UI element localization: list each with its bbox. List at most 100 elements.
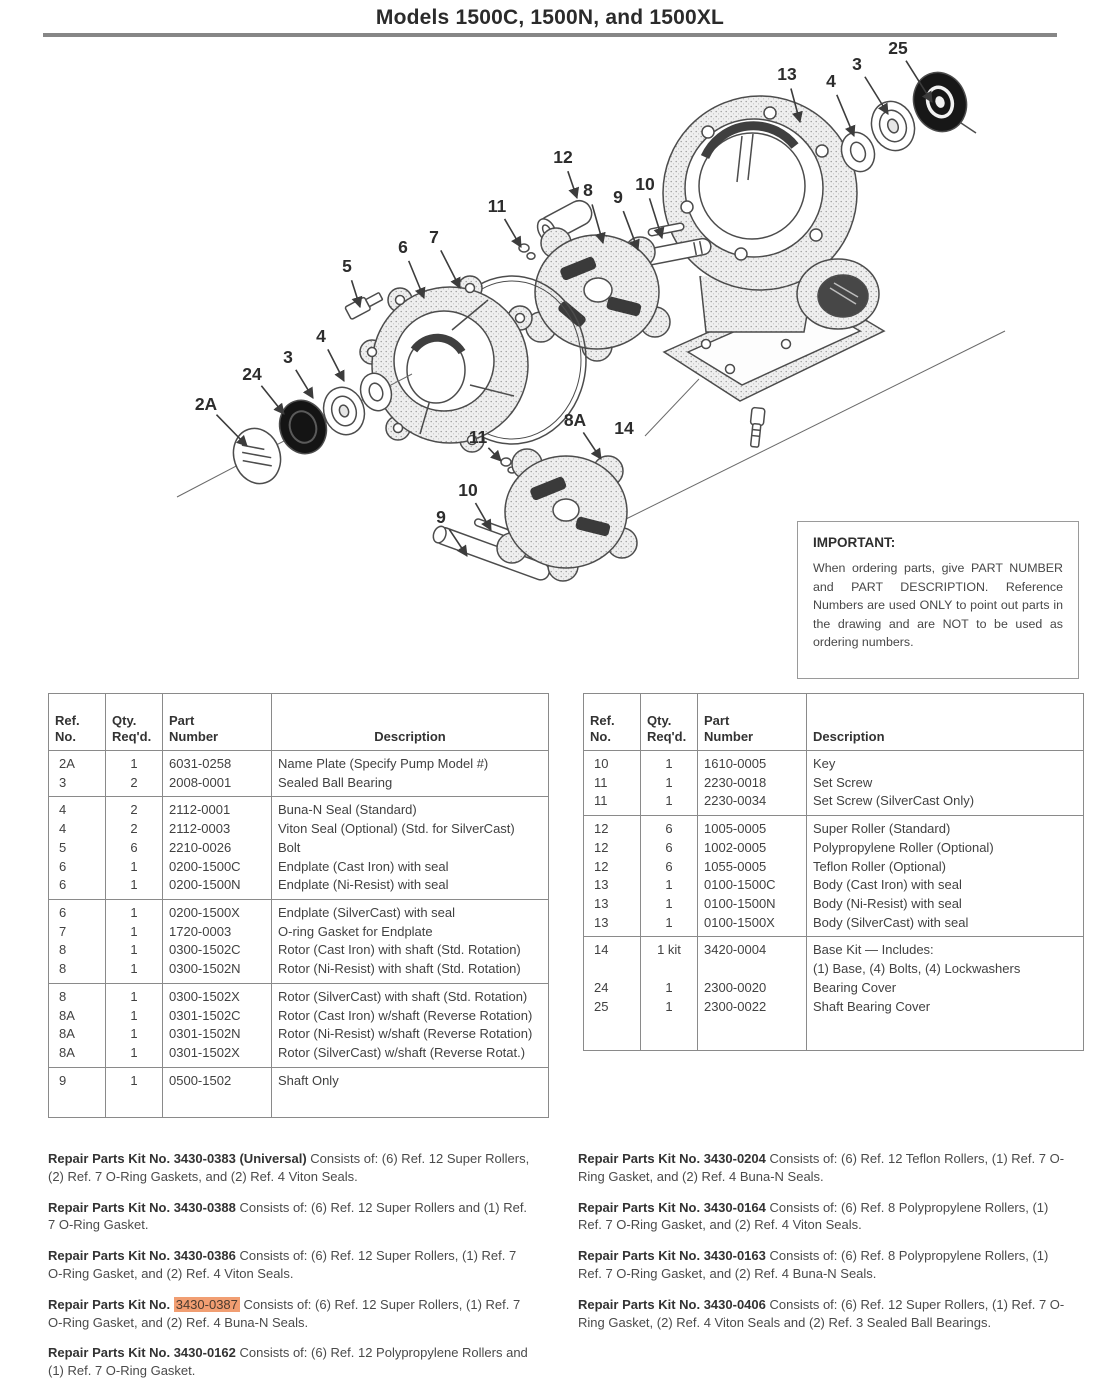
part-desc: Rotor (Cast Iron) with shaft (Std. Rotat…	[271, 941, 549, 961]
callout-arrow	[261, 386, 285, 415]
part-ref: 13	[594, 877, 609, 893]
part-qty: 1	[105, 1044, 163, 1068]
part-qty: 6	[640, 815, 698, 839]
callout-arrow	[352, 280, 363, 309]
repair-kit-note: Repair Parts Kit No. 3430-0164 Consists …	[578, 1199, 1049, 1233]
callout-arrow	[488, 448, 502, 462]
part-part: 0500-1502	[162, 1067, 272, 1117]
part-part: 0100-1500X	[697, 913, 807, 937]
repair-kit-note: Repair Parts Kit No. 3430-0406 Consists …	[578, 1296, 1065, 1330]
callout-arrow	[475, 503, 491, 531]
part-qty: 1	[640, 997, 698, 1051]
callout-arrow	[623, 211, 640, 252]
part-ref: 11	[594, 793, 608, 809]
column-header: Description	[271, 693, 549, 751]
callout-arrow	[865, 77, 888, 115]
part-qty: 1	[640, 895, 698, 914]
part-ref: 13	[594, 896, 609, 912]
part-desc: Endplate (Cast Iron) with seal	[271, 857, 549, 877]
part-part: 0300-1502N	[162, 960, 272, 984]
part-part: 1002-0005	[697, 838, 807, 858]
part-qty: 1	[640, 773, 698, 793]
repair-kit-note: Repair Parts Kit No. 3430-0204 Consists …	[578, 1151, 1065, 1184]
part-desc: Shaft Only	[271, 1067, 549, 1117]
part-qty: 1 kit	[640, 936, 698, 961]
part-endplate-6	[360, 276, 532, 452]
base-leader-lines	[620, 331, 1005, 522]
part-ref: 7	[59, 923, 67, 939]
part-part: 2230-0034	[697, 792, 807, 816]
part-desc: Rotor (Cast Iron) w/shaft (Reverse Rotat…	[271, 1006, 549, 1026]
repair-kits-column-left: Repair Parts Kit No. 3430-0383 (Universa…	[48, 1150, 530, 1393]
callout-label: 13	[777, 64, 797, 84]
part-row: (1) Base, (4) Bolts, (4) Lockwashers	[584, 960, 1084, 979]
part-qty: 1	[105, 1025, 163, 1045]
part-ref: 14	[594, 942, 609, 958]
part-seal-4-top	[836, 128, 880, 177]
part-shaft-9-top	[611, 237, 712, 272]
part-ref: 6	[59, 858, 67, 874]
callout-label: 6	[398, 237, 408, 257]
part-qty: 1	[105, 960, 163, 984]
callout-label: 3	[283, 347, 293, 367]
part-seal-4-left	[356, 369, 396, 414]
part-qty	[640, 960, 698, 979]
column-header: Qty.Req'd.	[640, 693, 698, 751]
callout-label: 8A	[564, 410, 587, 430]
important-note-heading: IMPORTANT:	[813, 535, 896, 550]
part-part: 1720-0003	[162, 922, 272, 942]
part-ref: 8A	[59, 1026, 75, 1042]
part-desc: Shaft Bearing Cover	[806, 997, 1084, 1051]
part-part: 2112-0003	[162, 820, 272, 839]
callout-label: 9	[436, 507, 446, 527]
part-ref: 13	[594, 914, 609, 930]
callout-arrow	[791, 88, 803, 124]
part-ref: 8A	[59, 1045, 75, 1061]
part-super-roller-12	[534, 196, 596, 245]
part-part: 0300-1502C	[162, 941, 272, 961]
repair-kit-note: Repair Parts Kit No. 3430-0388 Consists …	[48, 1199, 528, 1233]
part-desc: Bolt	[271, 838, 549, 858]
part-ref: 10	[594, 756, 609, 771]
part-qty: 1	[105, 899, 163, 923]
callout-arrow	[592, 204, 606, 245]
part-part: 2300-0020	[697, 978, 807, 998]
part-part: 1055-0005	[697, 857, 807, 877]
part-base-kit-14	[664, 287, 884, 448]
part-ref: 8A	[59, 1007, 75, 1023]
part-ref: 12	[594, 858, 609, 874]
part-qty: 1	[640, 750, 698, 774]
part-qty: 2	[105, 820, 163, 839]
repair-kit-note: Repair Parts Kit No. 3430-0163 Consists …	[578, 1248, 1049, 1281]
part-ref: 5	[59, 839, 67, 855]
part-ref: 12	[594, 821, 609, 837]
part-ref: 8	[59, 961, 67, 977]
part-qty: 1	[640, 978, 698, 998]
callout-label: 5	[342, 256, 352, 276]
column-header: Ref.No.	[48, 693, 106, 751]
callout-arrow	[568, 171, 580, 200]
part-oring-gasket-7	[438, 276, 586, 444]
part-ref: 2A	[59, 756, 75, 771]
part-ref: 3	[59, 774, 67, 790]
column-header: Ref.No.	[583, 693, 641, 751]
part-qty: 1	[105, 876, 163, 900]
repair-kits-column-right: Repair Parts Kit No. 3430-0204 Consists …	[578, 1150, 1070, 1344]
part-part: 2210-0026	[162, 838, 272, 858]
